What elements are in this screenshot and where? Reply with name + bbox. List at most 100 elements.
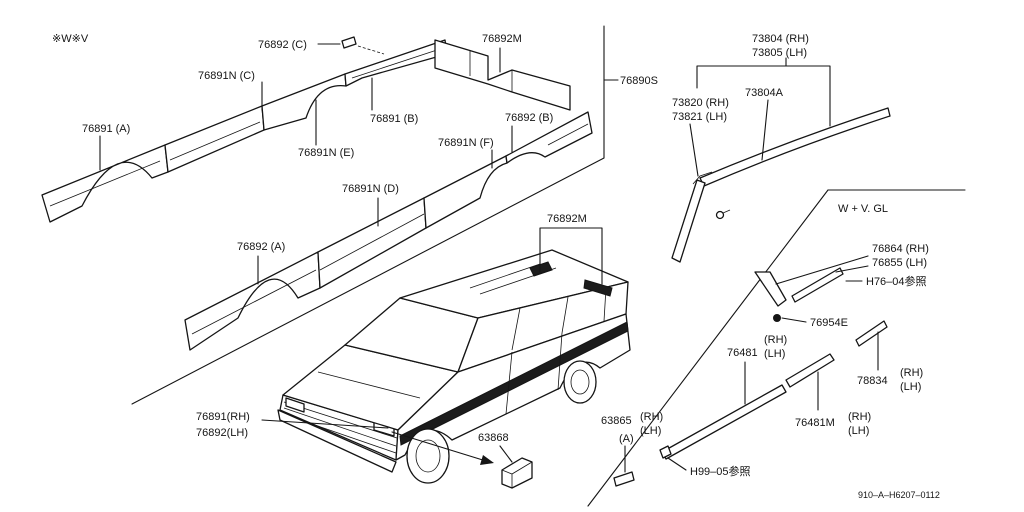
label-76891-a: 76891 (A) <box>82 123 130 135</box>
car-leaders <box>261 227 603 489</box>
molding-76891n-e <box>261 73 347 131</box>
section-note: W + V. GL <box>838 203 888 215</box>
station-wagon <box>277 249 631 484</box>
leader-76864-b <box>835 265 869 273</box>
upper-molding-strip <box>41 36 571 223</box>
label-76891n-d: 76891N (D) <box>342 183 399 195</box>
label-76892-b: 76892 (B) <box>505 112 553 124</box>
label-76481-lh: (LH) <box>764 348 785 360</box>
label-h99-ref: H99–05参照 <box>690 464 751 478</box>
label-73804a: 73804A <box>745 87 784 99</box>
molding-76891n-c <box>164 105 265 173</box>
molding-76892-b <box>505 111 593 164</box>
lower-molding-strip <box>184 111 593 351</box>
car-rear-wheel-hub <box>570 369 590 395</box>
label-76891n-e: 76891N (E) <box>298 147 354 159</box>
label-76892m-roof: 76892M <box>547 213 587 225</box>
label-76891-rh: 76891(RH) <box>196 411 250 423</box>
label-h76-ref: H76–04参照 <box>866 274 927 288</box>
leader-76954e <box>781 317 807 323</box>
car-front-bumper <box>277 409 397 473</box>
label-76954e: 76954E <box>810 317 848 329</box>
label-76481m-lh: (LH) <box>848 425 869 437</box>
label-76481m-rh: (RH) <box>848 411 871 423</box>
car-roof-molding-left <box>529 261 553 277</box>
roof-drip-group <box>671 57 891 263</box>
molding-76481m <box>785 353 835 388</box>
label-76890s: 76890S <box>620 75 658 87</box>
label-63868: 63868 <box>478 432 509 444</box>
car-rear-wheel <box>563 360 597 404</box>
car-side-molding <box>399 321 629 446</box>
catalog-code: 910–A–H6207–0112 <box>858 490 940 500</box>
molding-76891-a <box>41 144 169 223</box>
label-76891n-c: 76891N (C) <box>198 70 255 82</box>
leader-76891-rh <box>261 419 389 429</box>
label-76892-lh: 76892(LH) <box>196 427 248 439</box>
label-73820-rh: 73820 (RH) <box>672 97 729 109</box>
molding-76892-a <box>184 251 321 351</box>
label-78834-rh: (RH) <box>900 367 923 379</box>
label-63865-rh: (RH) <box>640 411 663 423</box>
bracket-63868 <box>501 457 533 489</box>
label-76864-rh: 76864 (RH) <box>872 243 929 255</box>
label-76481: 76481 <box>727 347 758 359</box>
gl-parts-group <box>613 255 888 487</box>
clip-73804a <box>715 210 725 220</box>
car-headlight-left <box>285 397 305 413</box>
molding-76481 <box>661 384 787 460</box>
molding-76891n-f <box>423 155 508 229</box>
car-front-wheel-hub <box>415 439 441 473</box>
molding-76891n-c-inner-line <box>169 121 261 161</box>
molding-76892-b-inner-line <box>547 123 589 146</box>
leader-h99-ref <box>667 457 687 471</box>
label-76892-c: 76892 (C) <box>258 39 307 51</box>
molding-76891-b <box>344 39 448 87</box>
molding-76892-c <box>341 36 357 49</box>
car-door-seams <box>505 332 563 415</box>
molding-76891-b-inner-line <box>351 48 441 79</box>
label-78834: 78834 <box>857 375 888 387</box>
pillar-molding-73820 <box>671 179 706 263</box>
molding-76891n-d <box>317 197 427 289</box>
roof-drip-molding-73804 <box>699 107 891 187</box>
molding-76891-a-inner-line <box>49 160 161 207</box>
clip-73804a-tail <box>722 209 731 214</box>
molding-76892-c-dash <box>357 45 385 55</box>
molding-76892m-panel-edges <box>469 50 513 92</box>
molding-76892-a-inner-line <box>191 269 317 335</box>
label-73821-lh: 73821 (LH) <box>672 111 727 123</box>
label-76892m-upper: 76892M <box>482 33 522 45</box>
molding-76891n-d-inner-line <box>319 213 425 271</box>
pillar-molding-joint <box>692 171 713 185</box>
left-group-leaders <box>99 43 513 285</box>
label-73805-lh: 73805 (LH) <box>752 47 807 59</box>
leader-73804-bracket <box>696 65 831 127</box>
label-76891n-f: 76891N (F) <box>438 137 494 149</box>
bracket-63868-edges <box>501 461 533 488</box>
molding-76864-strip <box>791 267 844 303</box>
arrow-to-63868-line <box>391 431 487 462</box>
label-76891-b: 76891 (B) <box>370 113 418 125</box>
car-roof-molding-right <box>583 279 613 297</box>
molding-78834 <box>855 320 888 347</box>
label-63865-lh: (LH) <box>640 425 661 437</box>
arrow-to-63868-head <box>480 455 494 465</box>
label-63865-variant: (A) <box>619 433 634 445</box>
label-63865: 63865 <box>601 415 632 427</box>
molding-63865 <box>613 471 635 487</box>
molding-76892m-panel <box>434 39 571 111</box>
molding-76481-end-cap <box>659 445 672 459</box>
car-front-wheel <box>406 428 450 484</box>
labels: ※W※V 76892 (C) 76892M 76891N (C) 76891 (… <box>52 33 940 500</box>
frame-diagonal-line <box>131 157 605 405</box>
molding-76864-corner <box>754 271 787 307</box>
group-frame <box>131 25 966 507</box>
label-76892-a: 76892 (A) <box>237 241 285 253</box>
label-76481m: 76481M <box>795 417 835 429</box>
leader-76892m-roof-bracket <box>539 227 603 285</box>
label-78834-lh: (LH) <box>900 381 921 393</box>
car-roof-rails <box>469 263 557 295</box>
leader-63868 <box>499 445 513 463</box>
